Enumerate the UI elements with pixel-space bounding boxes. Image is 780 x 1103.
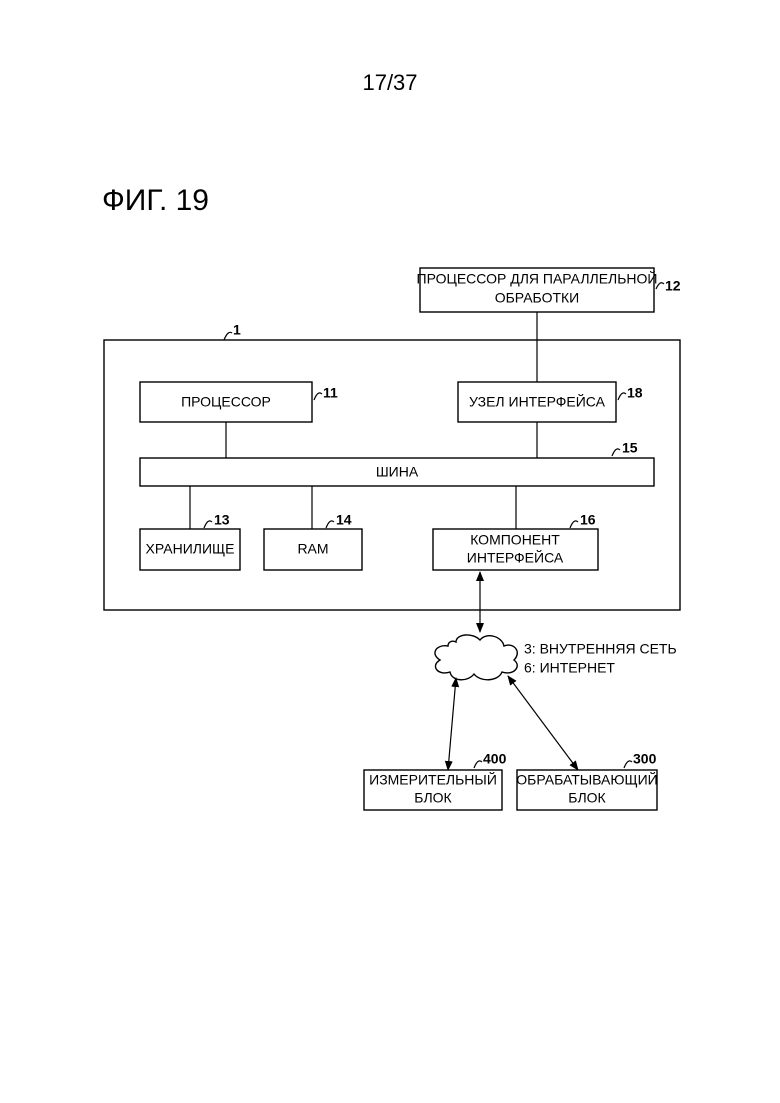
parallel-processor-label-line2: ОБРАБОТКИ [495, 290, 580, 306]
arrow-network-processing [508, 676, 578, 770]
parallel-processor-label-line1: ПРОЦЕССОР ДЛЯ ПАРАЛЛЕЛЬНОЙ [417, 270, 658, 287]
measuring-unit-block: ИЗМЕРИТЕЛЬНЫЙ БЛОК 400 [364, 751, 507, 810]
leader-line-300 [624, 761, 632, 768]
ref-12: 12 [665, 278, 681, 294]
processor-label: ПРОЦЕССОР [181, 394, 271, 410]
arrow-network-measuring [448, 678, 456, 770]
network-cloud: 3: ВНУТРЕННЯЯ СЕТЬ 6: ИНТЕРНЕТ [435, 635, 677, 680]
ref-400: 400 [483, 751, 507, 767]
ref-11: 11 [323, 385, 338, 401]
ref-18: 18 [627, 385, 643, 401]
processing-unit-label-line1: ОБРАБАТЫВАЮЩИЙ [516, 771, 658, 788]
network-label-line1: 3: ВНУТРЕННЯЯ СЕТЬ [524, 641, 677, 657]
measuring-unit-label-line2: БЛОК [414, 790, 452, 806]
parallel-processor-block: ПРОЦЕССОР ДЛЯ ПАРАЛЛЕЛЬНОЙ ОБРАБОТКИ 12 [417, 268, 681, 312]
processing-unit-label-line2: БЛОК [568, 790, 606, 806]
interface-node-label: УЗЕЛ ИНТЕРФЕЙСА [469, 393, 606, 410]
storage-label: ХРАНИЛИЩЕ [146, 541, 235, 557]
ref-300: 300 [633, 751, 657, 767]
ref-14: 14 [336, 512, 352, 528]
processing-unit-block: ОБРАБАТЫВАЮЩИЙ БЛОК 300 [516, 751, 658, 810]
measuring-unit-label-line1: ИЗМЕРИТЕЛЬНЫЙ [369, 771, 497, 788]
ref-15: 15 [622, 440, 638, 456]
interface-component-label-line2: ИНТЕРФЕЙСА [467, 549, 564, 566]
ref-1: 1 [233, 322, 241, 338]
ram-label: RAM [297, 541, 328, 557]
ref-13: 13 [214, 512, 230, 528]
interface-component-label-line1: КОМПОНЕНТ [470, 532, 560, 548]
network-label-line2: 6: ИНТЕРНЕТ [524, 660, 615, 676]
leader-line-1 [224, 332, 232, 340]
interface-node-block: УЗЕЛ ИНТЕРФЕЙСА 18 [458, 382, 643, 422]
processor-block: ПРОЦЕССОР 11 [140, 382, 338, 422]
bus-label: ШИНА [376, 464, 419, 480]
leader-line-400 [474, 761, 482, 768]
ref-16: 16 [580, 512, 596, 528]
